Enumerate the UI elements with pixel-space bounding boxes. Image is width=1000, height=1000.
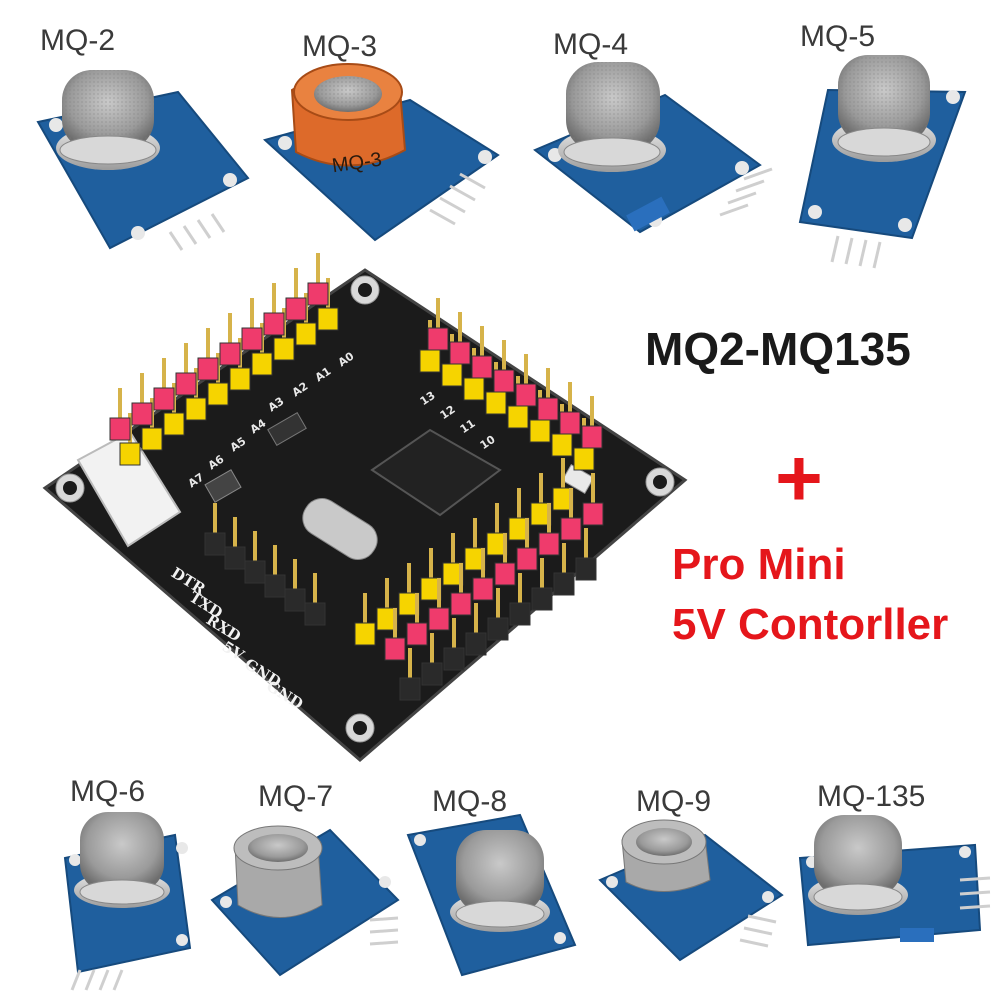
header-block xyxy=(131,402,153,426)
header-block xyxy=(185,397,207,421)
mq5-module xyxy=(798,55,967,269)
header-block xyxy=(427,327,449,351)
header-block xyxy=(273,337,295,361)
header-block xyxy=(419,349,441,373)
mq6-module xyxy=(63,812,192,991)
mq2-module xyxy=(36,70,250,251)
header-block xyxy=(229,367,251,391)
header-block xyxy=(465,632,487,656)
header-block xyxy=(516,547,538,571)
plus-sign: + xyxy=(775,433,823,524)
header-block xyxy=(581,425,603,449)
controller-line2: 5V Contorller xyxy=(672,600,949,649)
header-block xyxy=(421,662,443,686)
board-headers xyxy=(109,253,604,701)
header-block xyxy=(204,532,226,556)
header-block xyxy=(285,297,307,321)
header-block xyxy=(463,377,485,401)
header-block xyxy=(575,557,597,581)
header-block xyxy=(560,517,582,541)
header-block xyxy=(537,397,559,421)
header-block xyxy=(487,617,509,641)
header-block xyxy=(494,562,516,586)
mq4-module xyxy=(533,62,773,234)
header-block xyxy=(263,312,285,336)
header-block xyxy=(553,572,575,596)
headline: MQ2-MQ135 xyxy=(645,323,911,375)
mq7-label: MQ-7 xyxy=(258,780,333,813)
header-block xyxy=(317,307,339,331)
mq5-label: MQ-5 xyxy=(800,20,875,53)
header-block xyxy=(244,560,266,584)
mq2-label: MQ-2 xyxy=(40,24,115,57)
header-block xyxy=(485,391,507,415)
header-block xyxy=(449,341,471,365)
header-block xyxy=(163,412,185,436)
mq4-label: MQ-4 xyxy=(553,28,628,61)
header-block xyxy=(284,588,306,612)
header-block xyxy=(295,322,317,346)
header-block xyxy=(207,382,229,406)
header-block xyxy=(529,419,551,443)
header-block xyxy=(354,622,376,646)
header-block xyxy=(175,372,197,396)
header-block xyxy=(304,602,326,626)
header-block xyxy=(471,355,493,379)
header-block xyxy=(509,602,531,626)
header-block xyxy=(559,411,581,435)
header-block xyxy=(406,622,428,646)
header-block xyxy=(197,357,219,381)
mq9-label: MQ-9 xyxy=(636,785,711,818)
header-block xyxy=(399,677,421,701)
header-block xyxy=(109,417,131,441)
header-block xyxy=(264,574,286,598)
header-block xyxy=(251,352,273,376)
mq135-module xyxy=(798,815,991,947)
header-block xyxy=(551,433,573,457)
mq8-module xyxy=(406,813,577,977)
header-block xyxy=(450,592,472,616)
header-block xyxy=(573,447,595,471)
mq135-label: MQ-135 xyxy=(817,780,926,813)
header-block xyxy=(493,369,515,393)
header-block xyxy=(119,442,141,466)
header-block xyxy=(307,282,329,306)
mq7-module xyxy=(210,825,400,977)
header-block xyxy=(472,577,494,601)
header-block xyxy=(538,532,560,556)
controller-line1: Pro Mini xyxy=(672,540,846,589)
header-block xyxy=(224,546,246,570)
header-block xyxy=(582,502,604,526)
header-block xyxy=(241,327,263,351)
mq9-module xyxy=(598,819,784,962)
mq6-label: MQ-6 xyxy=(70,775,145,808)
mq3-module xyxy=(262,63,500,242)
header-block xyxy=(384,637,406,661)
header-block xyxy=(515,383,537,407)
header-block xyxy=(531,587,553,611)
header-block xyxy=(428,607,450,631)
header-block xyxy=(153,387,175,411)
header-block xyxy=(219,342,241,366)
header-block xyxy=(441,363,463,387)
header-block xyxy=(507,405,529,429)
mq8-label: MQ-8 xyxy=(432,785,507,818)
header-block xyxy=(141,427,163,451)
header-block xyxy=(443,647,465,671)
mq3-label: MQ-3 xyxy=(302,30,377,63)
